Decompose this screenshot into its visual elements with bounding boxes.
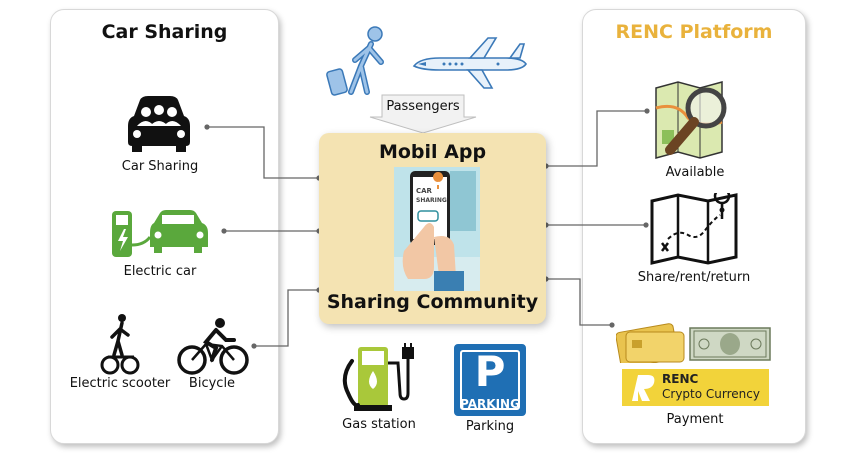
renc-platform-panel-title: RENC Platform (615, 21, 773, 43)
traveler-with-luggage-icon (326, 26, 384, 96)
car-sharing-label: Car Sharing (121, 159, 199, 174)
passengers-label: Passengers (386, 99, 460, 114)
electric-car-label: Electric car (123, 264, 197, 279)
car-front-icon (128, 96, 190, 152)
phone-app-illustration: CAR SHARING (394, 167, 480, 291)
mobil-app-box: Mobil App CAR SHARING Sharing Community (319, 133, 546, 324)
sharing-community-title: Sharing Community (326, 291, 539, 313)
map-magnifier-icon (655, 81, 727, 159)
share-rent-return-label: Share/rent/return (637, 270, 751, 285)
renc-logo-name: RENC (662, 372, 699, 386)
passengers-down-arrow (369, 94, 477, 134)
parking-label: Parking (465, 419, 515, 434)
bicycle-label: Bicycle (188, 376, 236, 391)
folded-map-icon (650, 193, 738, 265)
mobil-app-title: Mobil App (378, 141, 487, 163)
svg-text:CAR: CAR (416, 187, 433, 195)
available-label: Available (665, 165, 725, 180)
car-sharing-panel-title: Car Sharing (101, 21, 228, 43)
ev-charging-icon (112, 210, 208, 257)
renc-logo-subtitle: Crypto Currency (662, 387, 760, 401)
payment-icon (616, 323, 771, 363)
parking-sign-icon: P PARKING (454, 344, 526, 416)
parking-sign-text: PARKING (460, 397, 520, 411)
payment-label: Payment (666, 412, 724, 427)
svg-text:SHARING: SHARING (416, 197, 447, 204)
airplane-icon (412, 37, 527, 89)
gas-station-label: Gas station (342, 417, 416, 432)
electric-scooter-label: Electric scooter (69, 376, 171, 391)
renc-r-icon (632, 375, 655, 401)
bicycle-icon (177, 318, 249, 375)
renc-crypto-logo: RENC Crypto Currency (622, 369, 769, 406)
electric-scooter-icon (100, 314, 140, 375)
gas-pump-icon (342, 343, 414, 411)
